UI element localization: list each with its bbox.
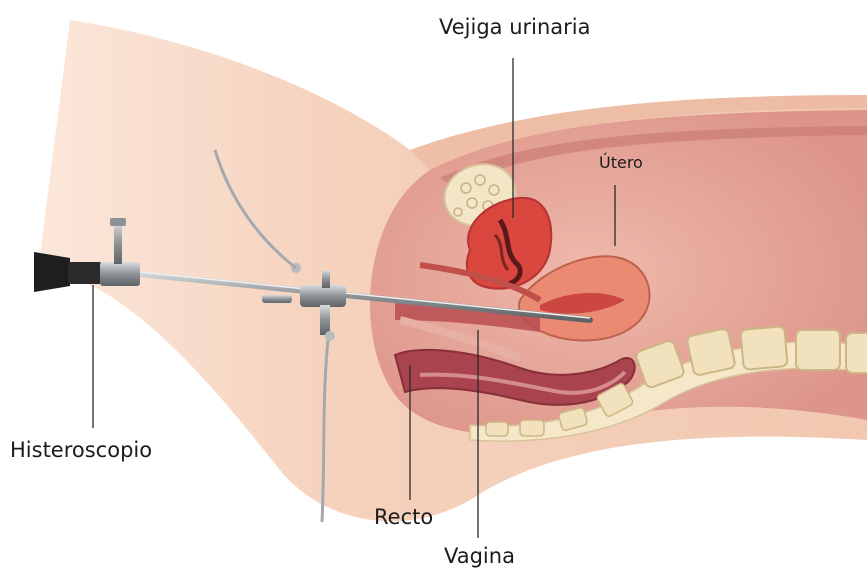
vagina-label: Vagina <box>444 544 515 568</box>
bladder-label: Vejiga urinaria <box>439 15 591 39</box>
hysteroscope-label: Histeroscopio <box>10 438 152 462</box>
rectum-label: Recto <box>374 505 433 529</box>
uterus-label: Útero <box>599 153 643 172</box>
